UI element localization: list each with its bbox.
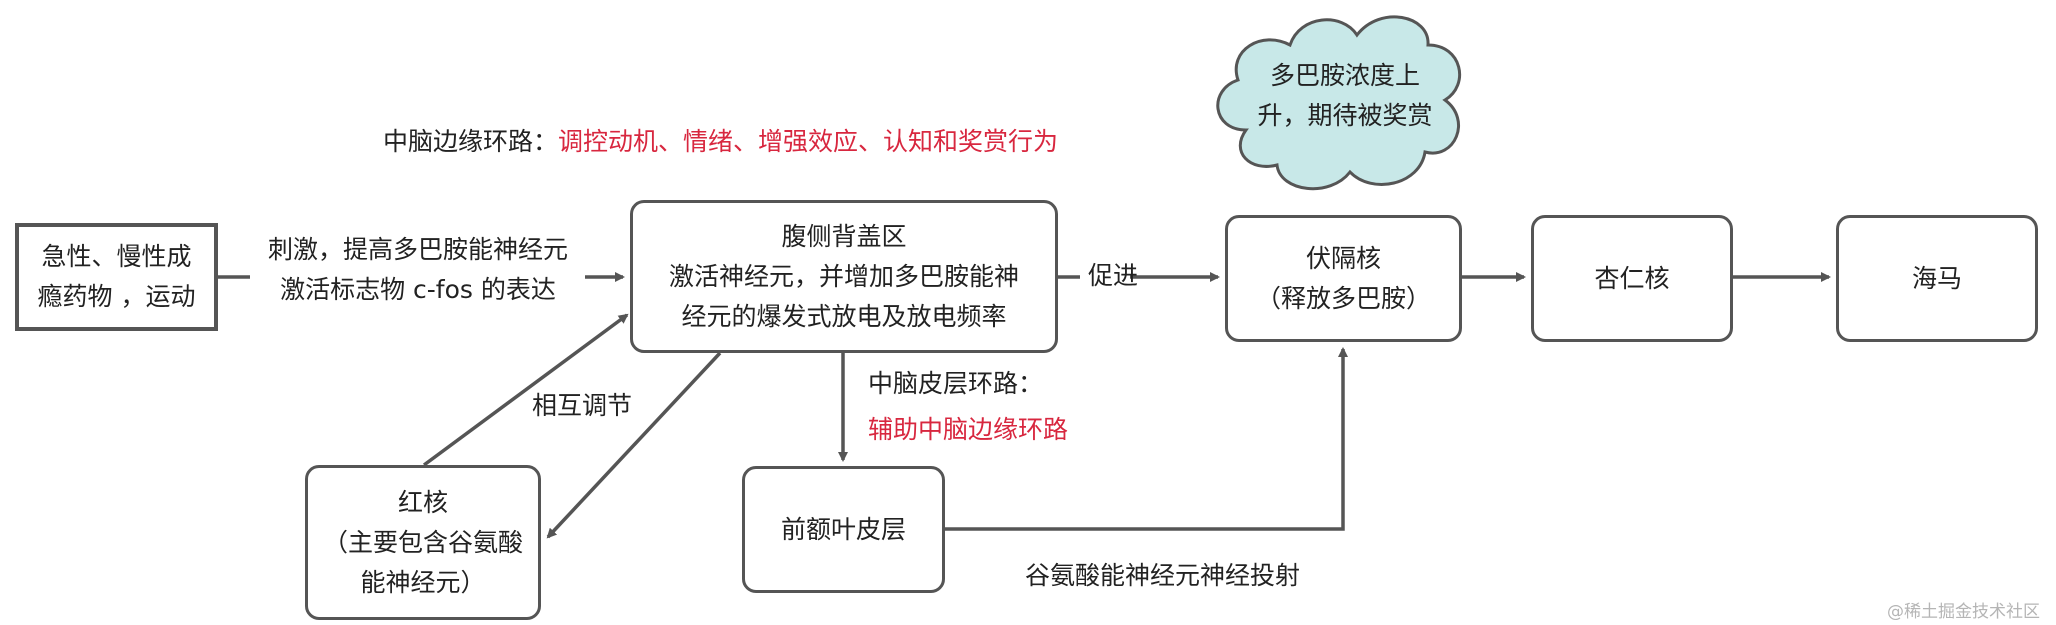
arrow-red-nucleus-to-vta: [422, 313, 629, 467]
node-amygdala: 杏仁核: [1531, 215, 1733, 342]
node-nucleus-accumbens: 伏隔核 （释放多巴胺）: [1225, 215, 1462, 342]
watermark: @稀土掘金技术社区: [1887, 602, 2040, 622]
node-red-nucleus-line-2: 能神经元）: [360, 567, 486, 597]
node-ventral-tegmental-area: 腹侧背盖区 激活神经元，并增加多巴胺能神 经元的爆发式放电及放电频率: [630, 200, 1058, 353]
label-mesocortical-detail: 辅助中脑边缘环路: [868, 415, 1069, 444]
node-drugs-line-1: 急性、慢性成: [41, 242, 192, 271]
thought-cloud-line-1: 多巴胺浓度上: [1269, 61, 1420, 90]
node-nucleus-accumbens-title: 伏隔核: [1305, 243, 1381, 273]
thought-cloud-line-2: 升，期待被奖赏: [1257, 101, 1433, 130]
label-stimulate-line-1: 刺激，提高多巴胺能神经元: [267, 235, 568, 264]
node-amygdala-title: 杏仁核: [1594, 263, 1670, 293]
thought-cloud-text: 多巴胺浓度上 升，期待被奖赏: [1230, 56, 1460, 136]
node-drugs-line-2: 瘾药物 ，运动: [37, 282, 196, 311]
node-vta-line-2: 经元的爆发式放电及放电频率: [681, 301, 1007, 331]
label-stimulate: 刺激，提高多巴胺能神经元 激活标志物 c-fos 的表达: [248, 230, 588, 310]
node-red-nucleus-title: 红核: [397, 487, 448, 517]
arrow-prefrontal-to-nucleus-accumbens: [945, 347, 1348, 531]
node-vta-line-1: 激活神经元，并增加多巴胺能神: [668, 261, 1019, 291]
arrow-vta-to-red-nucleus: [546, 351, 722, 539]
node-hippocampus: 海马: [1836, 215, 2038, 342]
label-mutual-regulation: 相互调节: [532, 391, 633, 420]
node-drugs-exercise: 急性、慢性成 瘾药物 ，运动: [15, 223, 218, 331]
label-mesolimbic-prefix: 中脑边缘环路：: [383, 127, 559, 156]
node-hippocampus-title: 海马: [1911, 263, 1962, 293]
node-red-nucleus: 红核 （主要包含谷氨酸 能神经元）: [305, 465, 541, 620]
node-prefrontal-cortex: 前额叶皮层: [742, 466, 945, 593]
thought-cloud-shape: [1216, 15, 1462, 191]
label-mesolimbic-detail: 调控动机、情绪、增强效应、认知和奖赏行为: [558, 127, 1059, 156]
node-prefrontal-cortex-title: 前额叶皮层: [780, 514, 906, 544]
node-nucleus-accumbens-line-1: （释放多巴胺）: [1255, 283, 1431, 313]
node-red-nucleus-line-1: （主要包含谷氨酸: [322, 527, 523, 557]
label-mesolimbic-pathway: 中脑边缘环路：调控动机、情绪、增强效应、认知和奖赏行为: [383, 122, 1058, 162]
label-mesocortical-prefix: 中脑皮层环路：: [868, 369, 1044, 398]
label-promote: 促进: [1088, 261, 1139, 290]
node-vta-title: 腹侧背盖区: [781, 221, 907, 251]
label-stimulate-line-2: 激活标志物 c-fos 的表达: [280, 275, 556, 304]
label-glutamate-projection: 谷氨酸能神经元神经投射: [1025, 561, 1301, 590]
